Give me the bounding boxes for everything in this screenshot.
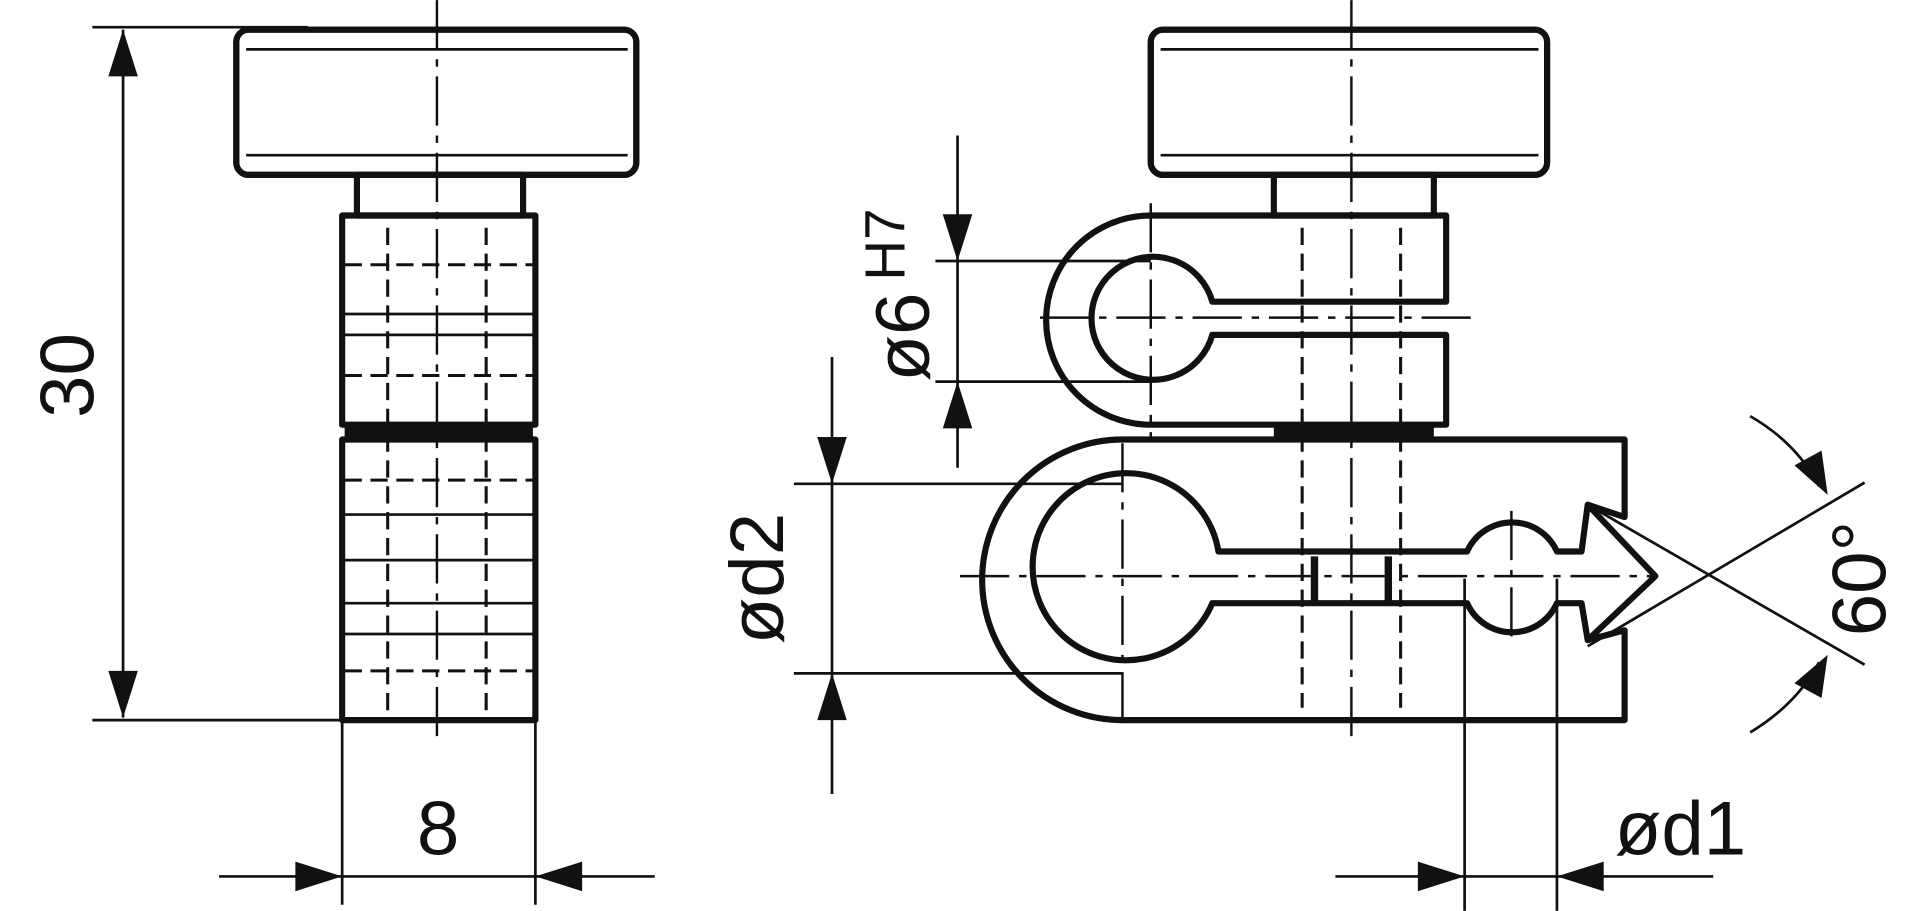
- neck: [353, 171, 527, 219]
- dimension-bore-small: ød1: [1335, 578, 1746, 911]
- dimension-label-bore-lower: ød2: [715, 513, 800, 644]
- dimension-label-width: 8: [417, 786, 459, 871]
- side-view: [233, 0, 640, 739]
- lower-clamp: [979, 436, 1628, 724]
- dimension-label-bore-small: ød1: [1615, 786, 1746, 871]
- dimension-tolerance: H7: [854, 208, 917, 280]
- dimension-bore-lower: ød2: [715, 357, 1123, 794]
- knurled-knob-front: [1147, 26, 1551, 178]
- dimension-label-height: 30: [26, 333, 111, 418]
- upper-clamp: [1043, 212, 1450, 428]
- dimension-height: 30: [26, 25, 394, 722]
- dimension-angle: 60°: [1587, 414, 1903, 734]
- dimension-bore-upper: ø6 H7: [854, 135, 1151, 468]
- dimension-label-angle: 60°: [1818, 521, 1903, 636]
- dimension-label-bore-upper: ø6: [861, 293, 946, 382]
- dimension-width: 8: [219, 720, 655, 905]
- front-view: [960, 0, 1659, 739]
- upper-block: [339, 212, 539, 428]
